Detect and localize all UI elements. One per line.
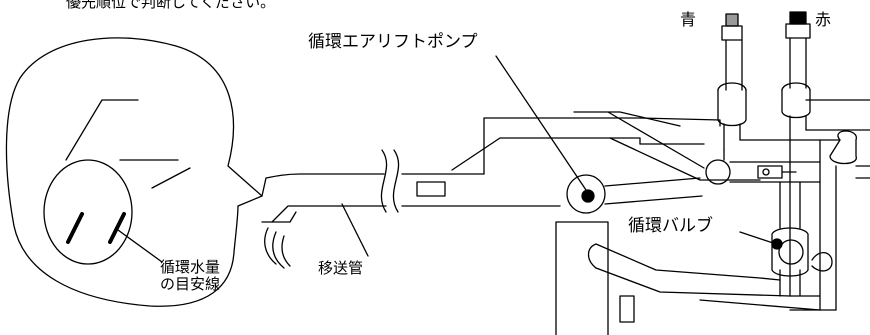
- outflow-splash: [264, 227, 291, 269]
- transfer-pipe-label: 移送管: [318, 259, 364, 277]
- valve-label: 循環バルブ: [628, 216, 713, 236]
- callout-bubble: [5, 37, 263, 307]
- water-line-mark-2: [108, 212, 126, 244]
- water-line-label-line-1: 循環水量: [160, 258, 221, 276]
- bubble-tank-outline: [65, 99, 139, 161]
- top-note: 優先順位で判断してください。: [66, 0, 276, 11]
- water-line-label: 循環水量 の目安線: [160, 258, 221, 294]
- lower-tank: [555, 221, 837, 335]
- transfer-pipe-leader: [341, 203, 369, 257]
- air-lift-pump: [566, 174, 703, 214]
- magnified-pipe-end: [43, 159, 133, 265]
- upper-valve-assembly: [705, 159, 821, 185]
- pump-housing: [451, 111, 761, 181]
- water-line-mark-1: [66, 212, 84, 244]
- pump-label: 循環エアリフトポンプ: [308, 32, 478, 52]
- water-line-label-line-2: の目安線: [160, 275, 221, 294]
- circulation-valve: [771, 181, 833, 297]
- water-line-leader: [117, 229, 163, 263]
- red-label: 赤: [815, 10, 832, 29]
- blue-label: 青: [680, 10, 697, 29]
- red-pipe: [781, 11, 870, 297]
- pump-leader: [495, 55, 587, 191]
- transfer-pipe: [261, 149, 561, 223]
- valve-leader: [739, 231, 777, 245]
